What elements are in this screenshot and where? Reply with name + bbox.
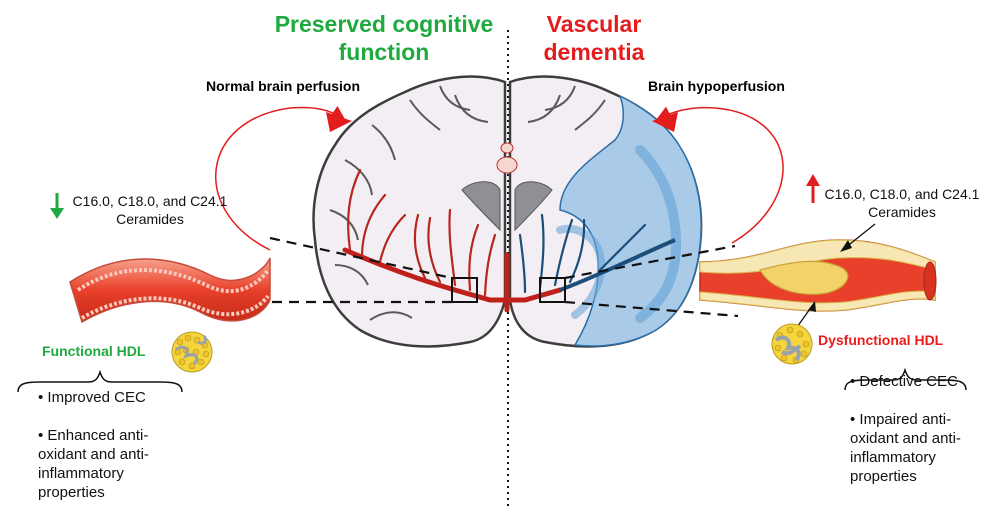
dysfunctional-hdl-properties: • Defective CEC • Impaired anti-oxidant … <box>850 372 982 486</box>
left-title: Preserved cognitive function <box>264 10 504 66</box>
left-title-line2: function <box>264 38 504 66</box>
left-title-line1: Preserved cognitive <box>264 10 504 38</box>
left-ceramides-label: C16.0, C18.0, and C24.1 Ceramides <box>66 192 234 228</box>
functional-hdl-item: • Improved CEC <box>38 388 178 407</box>
functional-hdl-item: • Enhanced anti-oxidant and anti-inflamm… <box>38 426 178 502</box>
left-ceramides-line1: C16.0, C18.0, and C24.1 <box>66 192 234 210</box>
dysfunctional-hdl-label: Dysfunctional HDL <box>818 332 943 348</box>
healthy-vessel <box>70 258 270 322</box>
functional-hdl-particle <box>172 332 212 372</box>
right-ceramides-line2: Ceramides <box>818 203 986 221</box>
right-ceramides-label: C16.0, C18.0, and C24.1 Ceramides <box>818 185 986 221</box>
right-title-line1: Vascular <box>514 10 674 38</box>
normal-perfusion-label: Normal brain perfusion <box>206 78 360 94</box>
left-ceramides-line2: Ceramides <box>66 210 234 228</box>
dysfunctional-vessel <box>700 240 936 311</box>
dysfunctional-hdl-item: • Defective CEC <box>850 372 982 391</box>
right-ceramides-line1: C16.0, C18.0, and C24.1 <box>818 185 986 203</box>
right-title: Vascular dementia <box>514 10 674 66</box>
functional-hdl-label: Functional HDL <box>42 343 145 359</box>
down-arrow-icon <box>50 193 64 219</box>
hypoperfusion-label: Brain hypoperfusion <box>648 78 785 94</box>
dysfunctional-hdl-particle <box>772 324 812 364</box>
dysfunctional-hdl-item: • Impaired anti-oxidant and anti-inflamm… <box>850 410 982 486</box>
left-hemisphere <box>314 77 505 347</box>
functional-hdl-properties: • Improved CEC • Enhanced anti-oxidant a… <box>38 388 178 502</box>
right-title-line2: dementia <box>514 38 674 66</box>
